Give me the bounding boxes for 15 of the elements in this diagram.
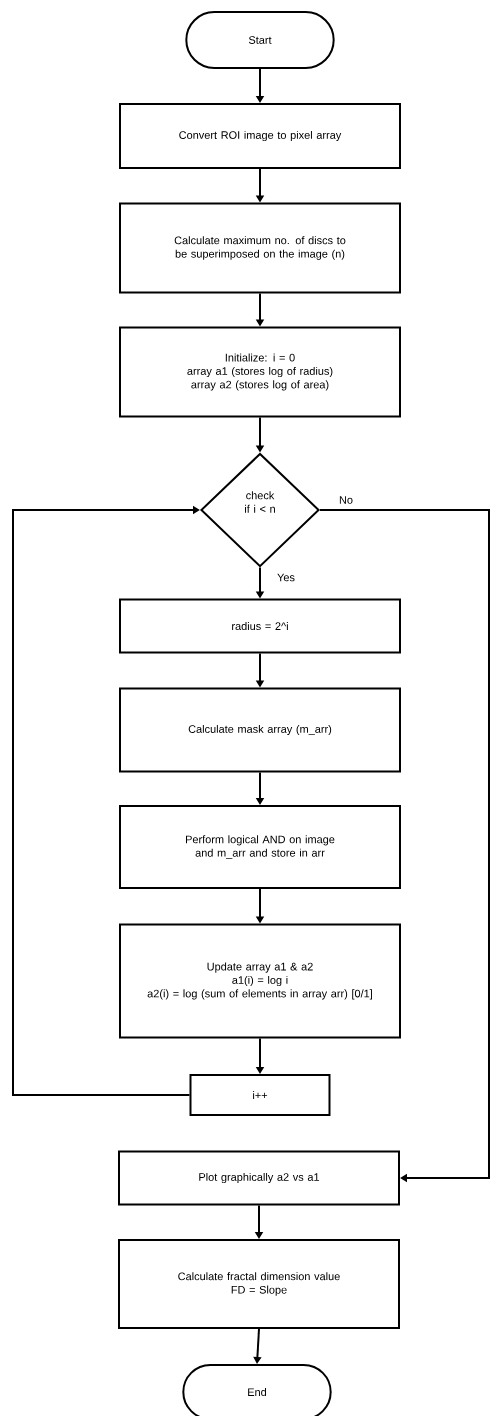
- process-box: Update array a1 & a2 a1(i) = log i a2(i) = log (sum of elements in array arr) [0/1]: [119, 923, 401, 1039]
- process-box: i++: [189, 1074, 331, 1116]
- edge-label: No: [338, 495, 354, 505]
- process-box: radius = 2^i: [119, 598, 401, 654]
- process-box: Calculate maximum no. of discs to be superimposed on the image (n): [119, 202, 401, 294]
- arrow: [253, 1328, 262, 1364]
- process-box: Plot graphically a2 vs a1: [118, 1150, 400, 1206]
- process-box: Initialize: i = 0 array a1 (stores log of radius) array a2 (stores log of area): [119, 326, 401, 418]
- arrow: [12, 505, 200, 1096]
- edge-label: Yes: [276, 572, 296, 583]
- process-box: Calculate mask array (m_arr): [119, 687, 401, 773]
- process-box: Convert ROI image to pixel array: [119, 103, 401, 169]
- process-box: Perform logical AND on image and m_arr and store in arr: [119, 805, 401, 889]
- process-box: Calculate fractal dimension value FD = Slope: [118, 1239, 400, 1329]
- arrow: [319, 509, 490, 1183]
